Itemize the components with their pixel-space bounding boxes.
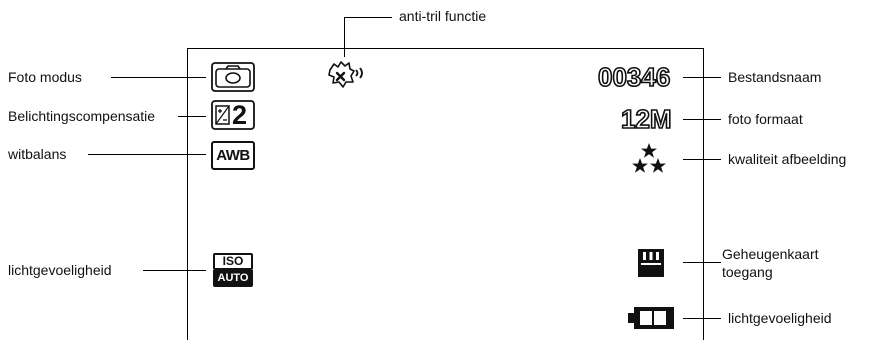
leader-photo-size (683, 119, 721, 120)
white-balance-text: AWB (216, 147, 250, 164)
leader-anti-shake-vertical (344, 17, 345, 57)
lcd-frame-right (703, 48, 704, 340)
exposure-compensation-indicator: 2 (211, 100, 255, 130)
leader-anti-shake (344, 17, 392, 18)
leader-memory-card (683, 262, 721, 263)
leader-white-balance (88, 154, 206, 155)
iso-bottom-text: AUTO (217, 272, 249, 284)
battery-icon (628, 307, 674, 329)
leader-exposure-compensation (178, 116, 206, 117)
leader-iso (143, 270, 206, 271)
label-photo-size: foto formaat (728, 111, 803, 127)
label-memory-card: Geheugenkaart toegang (722, 246, 819, 280)
label-photo-mode: Foto modus (8, 69, 82, 85)
label-file-name: Bestandsnaam (728, 69, 822, 85)
leader-battery (683, 318, 721, 319)
exposure-value: 2 (232, 100, 248, 130)
white-balance-icon: AWB (211, 141, 255, 170)
iso-top-box: ISO (213, 253, 253, 270)
exposure-icon (211, 100, 255, 130)
three-stars-icon (632, 143, 666, 173)
label-exposure-compensation: Belichtingscompensatie (8, 108, 156, 124)
label-anti-shake: anti-tril functie (399, 8, 487, 24)
iso-bottom-box: AUTO (213, 270, 253, 287)
photo-resolution: 12M (620, 104, 672, 134)
leader-file-name (683, 77, 721, 78)
label-iso: lichtgevoeligheid (8, 262, 112, 278)
leader-quality (683, 159, 721, 160)
lcd-frame-top (187, 48, 704, 49)
camera-icon (211, 62, 255, 92)
iso-top-text: ISO (222, 254, 244, 268)
leader-photo-mode (111, 77, 206, 78)
file-number: 00346 (597, 62, 671, 92)
label-white-balance: witbalans (8, 146, 67, 162)
shaking-hand-icon (328, 61, 363, 88)
label-battery: lichtgevoeligheid (728, 310, 832, 326)
memory-card-icon (638, 249, 664, 277)
lcd-frame-left (187, 48, 188, 340)
label-quality: kwaliteit afbeelding (728, 151, 847, 167)
iso-auto-icon: ISO AUTO (211, 253, 255, 287)
